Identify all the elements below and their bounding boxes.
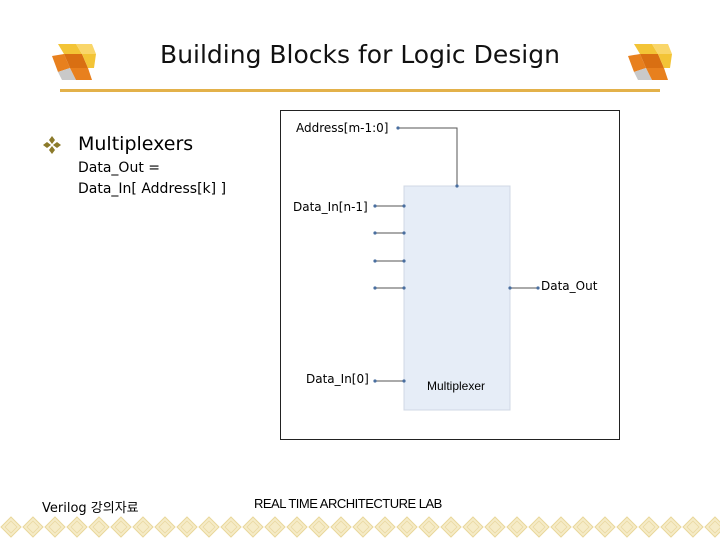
cube-logo-icon	[628, 44, 672, 80]
diagram-frame	[280, 110, 620, 440]
mux-block	[403, 185, 511, 411]
title-divider	[60, 89, 660, 92]
slide-title: Building Blocks for Logic Design	[160, 40, 560, 69]
input-pin	[373, 379, 377, 383]
block-label: Multiplexer	[427, 379, 486, 393]
address-wire	[398, 127, 458, 186]
input-top-label: Data_In[n-1]	[293, 200, 368, 214]
input-bottom-label: Data_In[0]	[306, 372, 369, 386]
address-pin	[396, 126, 400, 130]
block-input-pin	[402, 286, 406, 290]
footer-course: Verilog 강의자료	[42, 501, 139, 516]
input-pin	[373, 259, 377, 263]
address-label: Address[m-1:0]	[296, 121, 389, 135]
block-input-pin	[402, 231, 406, 235]
output-pin	[536, 286, 540, 290]
block-input-pin	[402, 379, 406, 383]
cube-logo-icon	[52, 44, 96, 80]
diamond-bullet-icon	[43, 136, 61, 154]
address-block-pin	[455, 184, 459, 188]
output-label: Data_Out	[541, 279, 598, 293]
block-input-pin	[402, 204, 406, 208]
formula-line-1: Data_Out =	[78, 160, 160, 176]
bullet-multiplexers: Multiplexers	[78, 133, 194, 155]
block-output-pin	[508, 286, 512, 290]
footer-lab: REAL TIME ARCHITECTURE LAB	[254, 496, 442, 511]
footer-diamond-pattern	[0, 516, 720, 538]
input-pin	[373, 204, 377, 208]
block-input-pin	[402, 259, 406, 263]
input-pin	[373, 231, 377, 235]
input-pin	[373, 286, 377, 290]
formula-line-2: Data_In[ Address[k] ]	[78, 181, 227, 197]
